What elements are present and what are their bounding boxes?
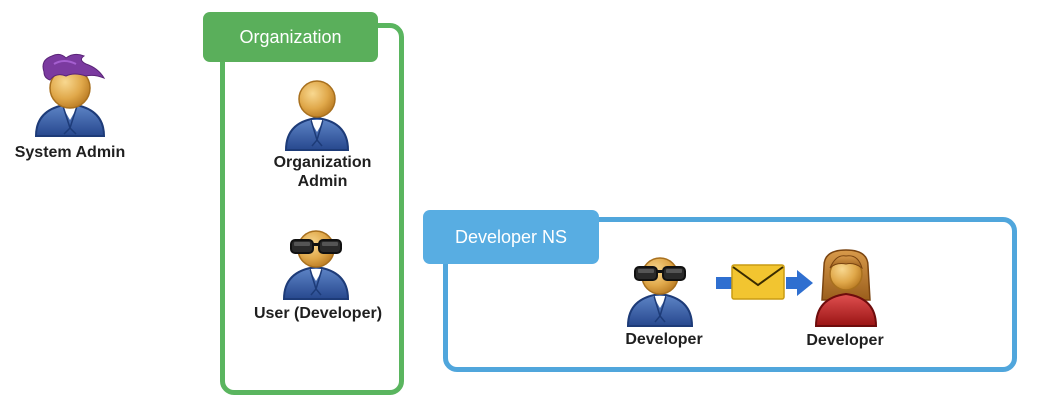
organization-admin-label-line2: Admin (297, 173, 348, 190)
ns-developer-sender (622, 252, 698, 328)
envelope-icon (716, 264, 813, 300)
organization-tab: Organization (203, 12, 378, 62)
glasses-person-icon (626, 257, 694, 327)
glasses-person-icon (282, 230, 350, 300)
organization-admin (280, 74, 354, 152)
user-developer (278, 225, 354, 301)
system-admin-label: System Admin (14, 144, 126, 161)
invitation-arrow (713, 262, 815, 302)
admin-person-icon (34, 53, 106, 137)
ns-developer-invitee-label: Developer (806, 332, 884, 349)
ns-developer-invitee (810, 248, 882, 328)
developer-ns-tab: Developer NS (423, 210, 599, 264)
organization-admin-label-line1: Organization (273, 154, 372, 171)
person-icon (284, 80, 350, 151)
user-developer-label: User (Developer) (253, 305, 383, 322)
female-person-icon (814, 249, 878, 327)
ns-developer-sender-label: Developer (625, 331, 703, 348)
system-admin (30, 50, 110, 140)
developer-ns-group-frame (443, 217, 1017, 372)
